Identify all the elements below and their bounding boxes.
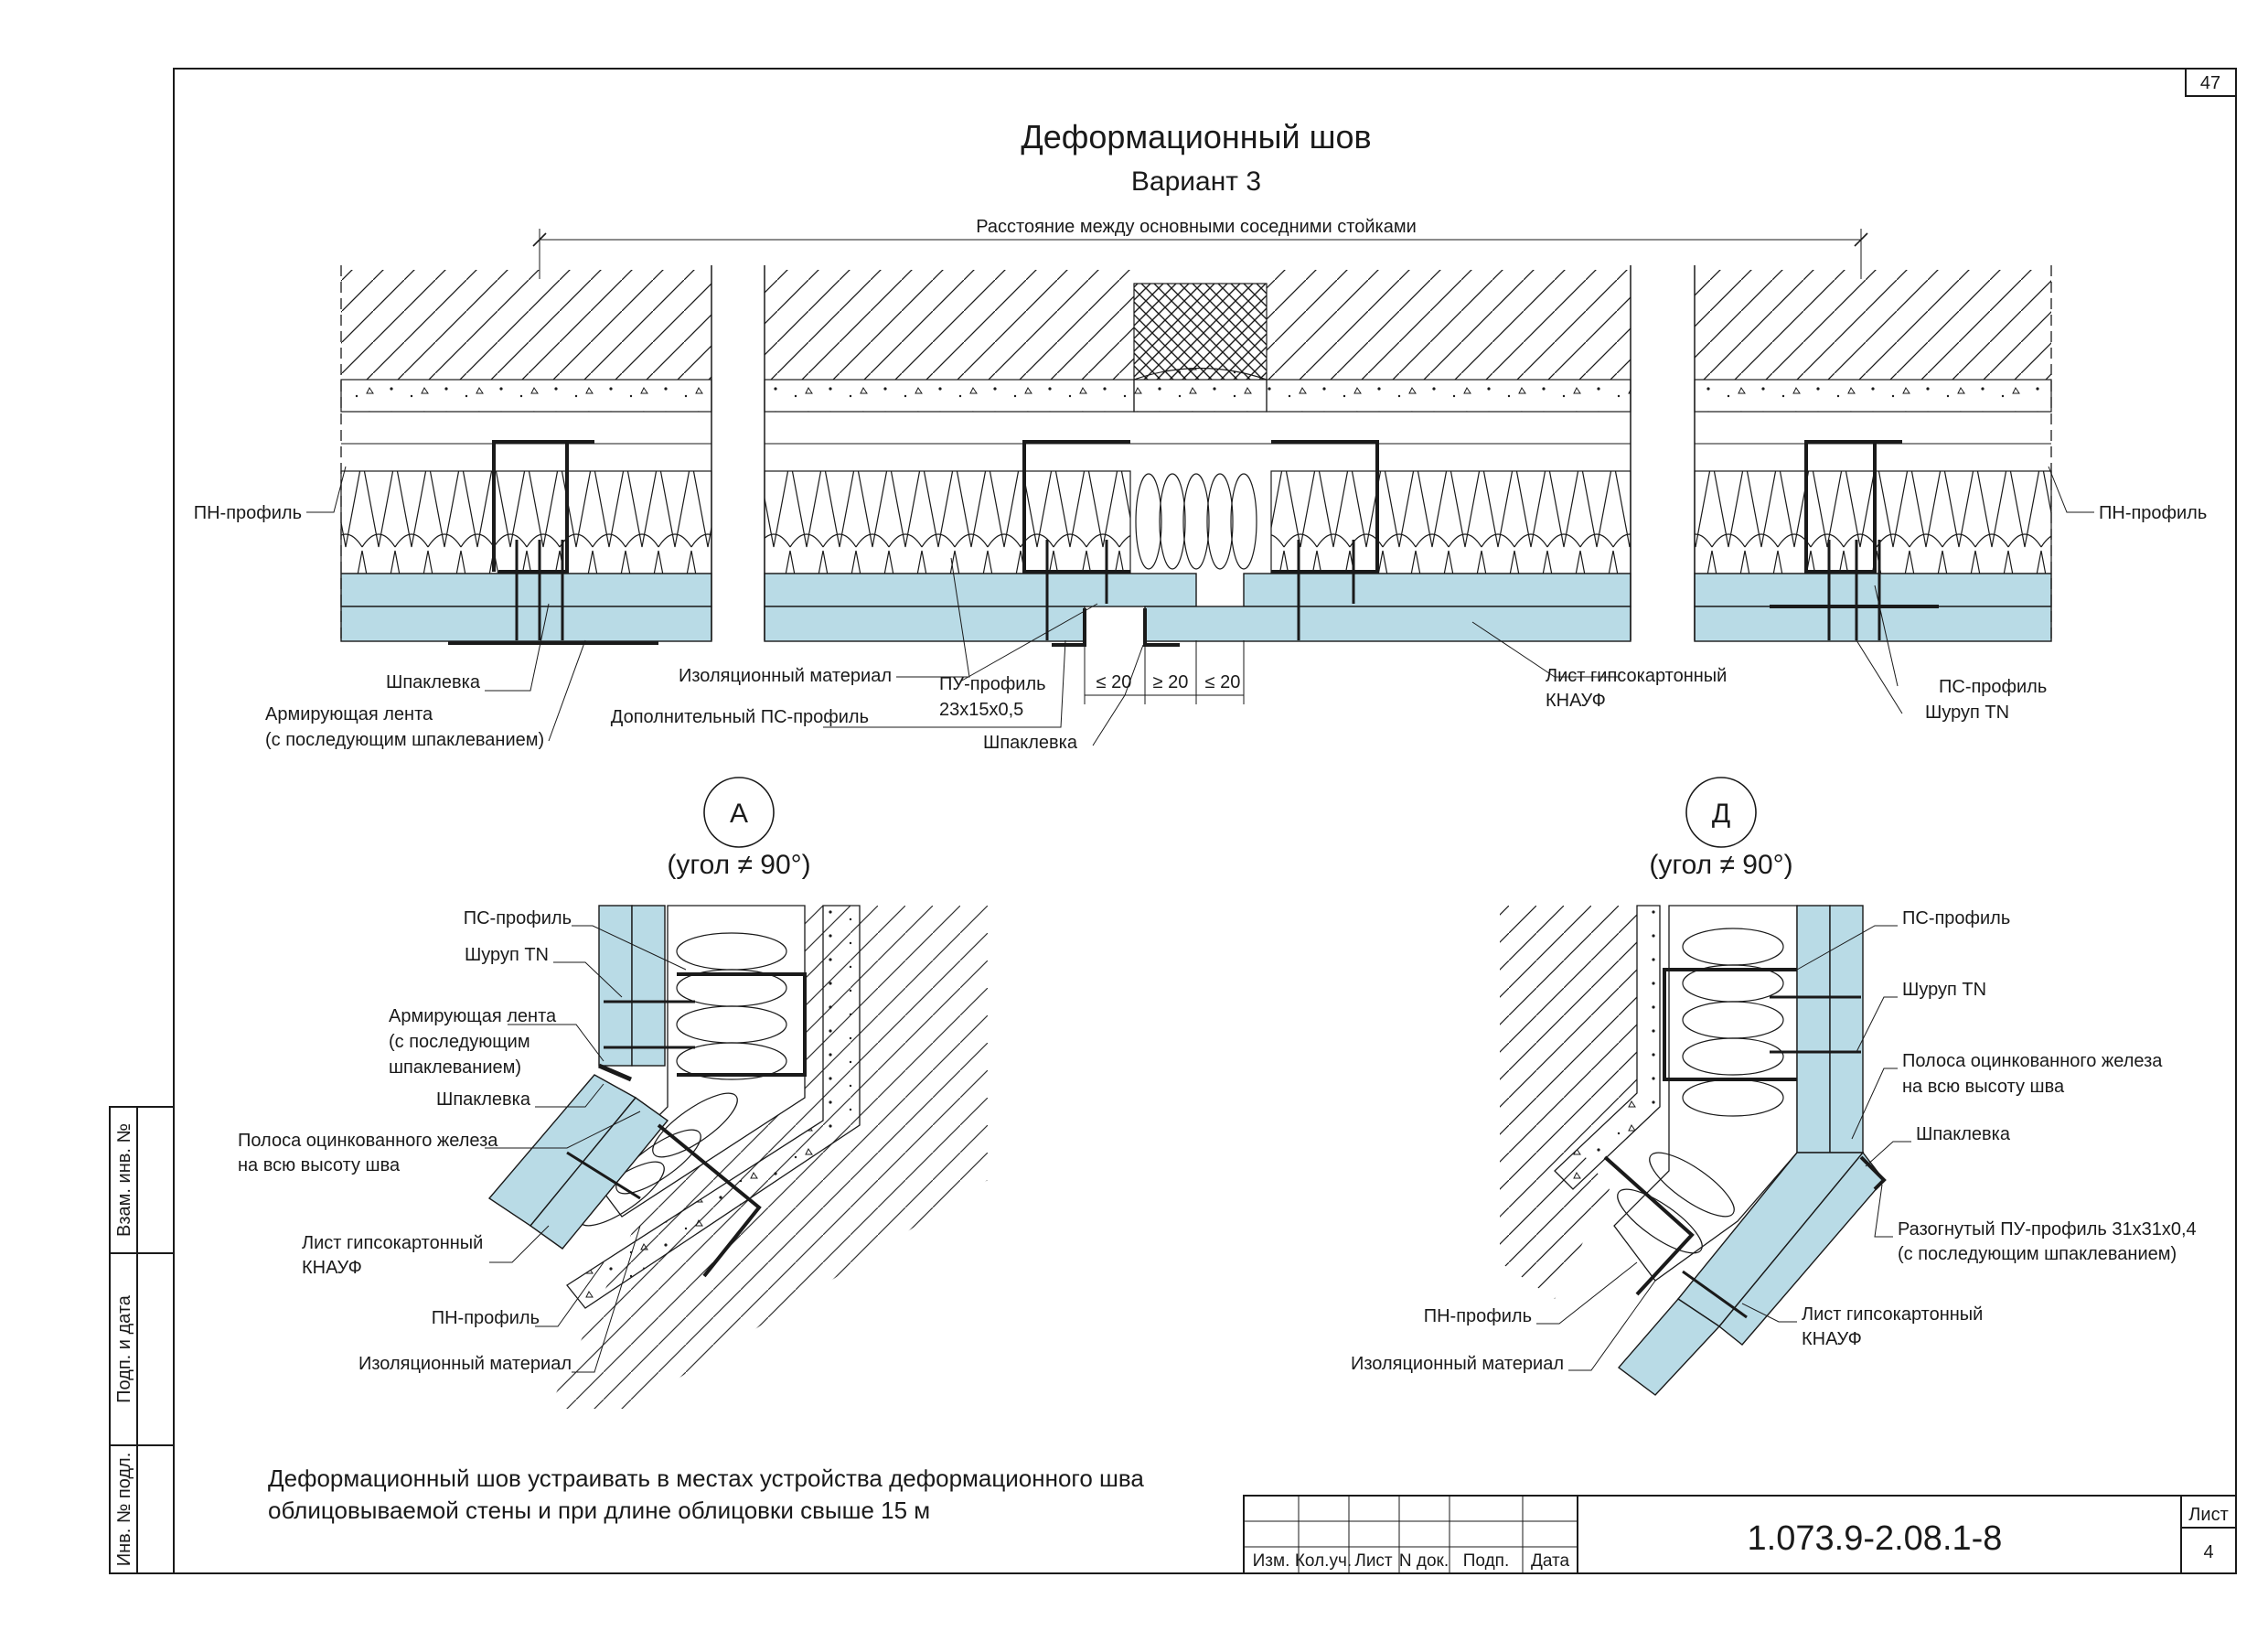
detail-d-strip-1: Полоса оцинкованного железа: [1902, 1051, 2163, 1071]
drawing-subtitle: Вариант 3: [1131, 166, 1261, 197]
detail-d-screw: Шуруп TN: [1902, 980, 1986, 1000]
label-gkl-1: Лист гипсокартонный: [1546, 666, 1727, 686]
title-block: [1243, 1495, 2237, 1574]
stamp-doc-code: 1.073.9-2.08.1-8: [1748, 1519, 2003, 1558]
detail-a-strip-2: на всю высоту шва: [238, 1155, 401, 1175]
detail-d-shpaklevka: Шпаклевка: [1916, 1124, 2011, 1144]
detail-d-gkl-2: КНАУФ: [1802, 1329, 1862, 1349]
detail-d-angle: (угол ≠ 90°): [1649, 850, 1792, 880]
detail-d-marker: Д: [1712, 799, 1730, 829]
drawing-title: Деформационный шов: [1021, 118, 1371, 156]
note-line-1: Деформационный шов устраивать в местах у…: [268, 1465, 1144, 1492]
detail-a-gkl-2: КНАУФ: [302, 1258, 362, 1278]
detail-d-gkl-1: Лист гипсокартонный: [1802, 1304, 1983, 1325]
stamp-col-podp: Подп.: [1463, 1551, 1509, 1571]
detail-d-pu-2: (с последующим шпаклеванием): [1898, 1244, 2177, 1264]
stamp-col-ndok: N док.: [1399, 1551, 1449, 1571]
detail-a-pn: ПН-профиль: [432, 1308, 540, 1328]
side-inv: Инв. № подл.: [114, 1453, 134, 1567]
detail-a-tape-3: шпаклеванием): [389, 1057, 521, 1078]
label-pn-left: ПН-профиль: [194, 503, 302, 523]
detail-d-drawing: [1500, 905, 1887, 1396]
label-extra-ps: Дополнительный ПС-профиль: [611, 707, 869, 727]
detail-a-screw: Шуруп TN: [465, 945, 549, 965]
detail-a-gkl-1: Лист гипсокартонный: [302, 1233, 483, 1253]
label-pu-2: 23х15х0,5: [939, 700, 1023, 720]
label-dim-2: ≥ 20: [1153, 672, 1189, 692]
note-line-2: облицовываемой стены и при длине облицов…: [268, 1497, 930, 1524]
detail-d-leaders: [1536, 925, 1911, 1371]
detail-a-leaders: [485, 925, 687, 1373]
label-tape-2: (с последующим шпаклеванием): [265, 730, 544, 750]
label-dim-1: ≤ 20: [1097, 672, 1132, 692]
side-vzam: Взам. инв. №: [114, 1123, 134, 1237]
stamp-col-izm: Изм.: [1253, 1551, 1290, 1571]
detail-a-shpaklevka: Шпаклевка: [436, 1089, 531, 1110]
stamp-sheet-no: 4: [2203, 1542, 2213, 1562]
detail-a-angle: (угол ≠ 90°): [667, 850, 810, 880]
plan-leaders: [306, 466, 2094, 746]
side-stamp: Взам. инв. № Подп. и дата Инв. № подл.: [114, 1123, 134, 1566]
detail-a-strip-1: Полоса оцинкованного железа: [238, 1131, 498, 1151]
detail-d-strip-2: на всю высоту шва: [1902, 1077, 2065, 1097]
detail-d-insulation: Изоляционный материал: [1351, 1354, 1564, 1374]
outer-frame: [109, 68, 2237, 1574]
label-insulation: Изоляционный материал: [679, 666, 892, 686]
plan-section: [340, 265, 2052, 647]
dimension-label: Расстояние между основными соседними сто…: [976, 217, 1417, 237]
detail-a-tape-2: (с последующим: [389, 1032, 530, 1052]
detail-d-marker-circle: [1685, 777, 1757, 848]
stamp-col-koluch: Кол.уч.: [1295, 1551, 1352, 1571]
label-pn-right: ПН-профиль: [2099, 503, 2207, 523]
detail-a-insulation: Изоляционный материал: [358, 1354, 572, 1374]
stamp-sheet-label: Лист: [2188, 1505, 2228, 1525]
detail-a-marker: А: [730, 799, 748, 829]
detail-a-marker-circle: [703, 777, 775, 848]
detail-a-drawing: [487, 905, 988, 1409]
label-pu-1: ПУ-профиль: [939, 674, 1046, 694]
label-tape-1: Армирующая лента: [265, 704, 433, 724]
sheet-number: 47: [2200, 73, 2220, 93]
detail-a-tape-1: Армирующая лента: [389, 1006, 557, 1026]
detail-d-ps: ПС-профиль: [1902, 908, 2010, 928]
label-shpaklevka-left: Шпаклевка: [386, 672, 481, 692]
label-screw-right: Шуруп TN: [1925, 703, 2009, 723]
label-shpaklevka-center: Шпаклевка: [983, 733, 1078, 753]
label-dim-3: ≤ 20: [1205, 672, 1241, 692]
stamp-col-list: Лист: [1354, 1551, 1393, 1571]
label-gkl-2: КНАУФ: [1546, 691, 1606, 711]
detail-d-pn: ПН-профиль: [1424, 1306, 1532, 1326]
detail-a-ps: ПС-профиль: [464, 908, 572, 928]
side-podp: Подп. и дата: [114, 1294, 134, 1403]
label-ps-right: ПС-профиль: [1939, 677, 2047, 697]
joint-dims: [1084, 640, 1245, 704]
stamp-col-data: Дата: [1531, 1551, 1570, 1571]
detail-d-pu-1: Разогнутый ПУ-профиль 31х31х0,4: [1898, 1219, 2197, 1239]
